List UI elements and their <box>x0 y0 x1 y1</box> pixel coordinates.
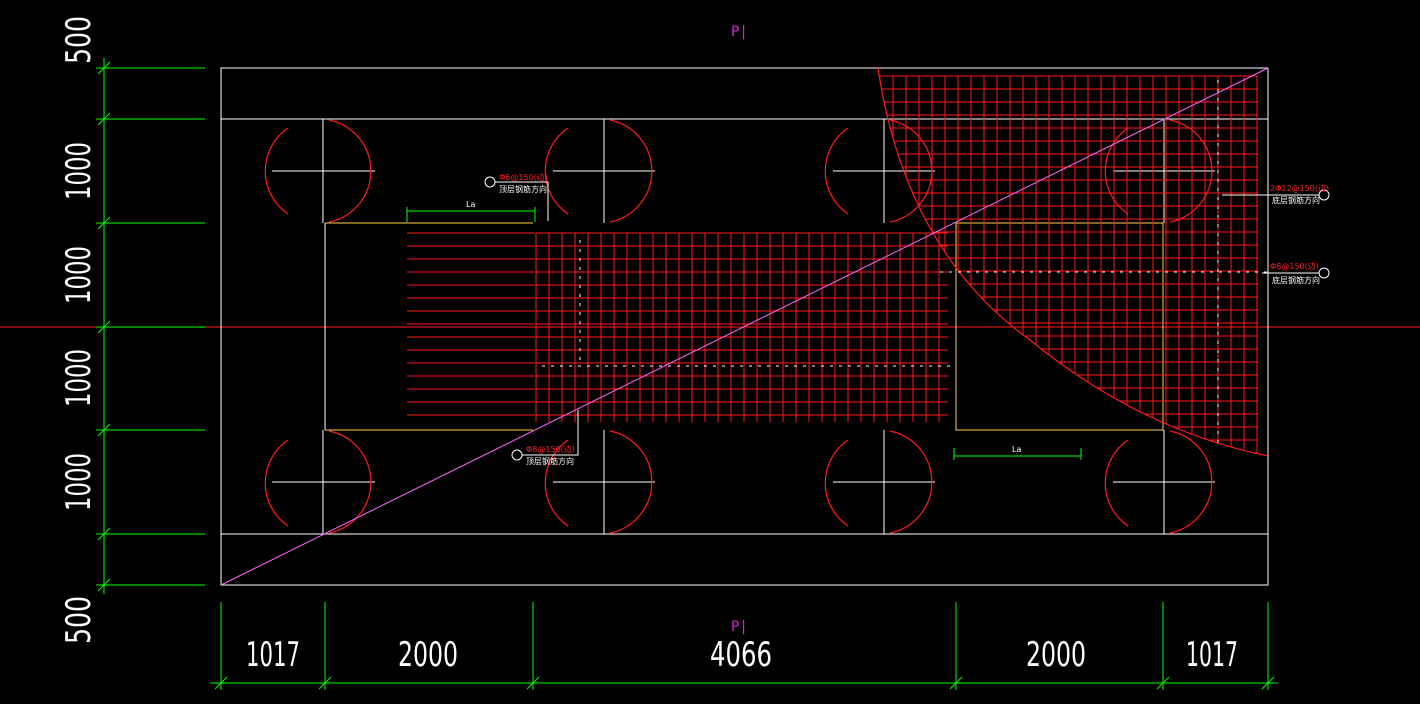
dim-v-1: 500 <box>59 16 99 64</box>
dim-h-1: 1017 <box>246 635 300 675</box>
left-anchor-bars <box>407 232 535 416</box>
callout-3-spec: 2Φ12@150(边) <box>1270 183 1329 193</box>
horizontal-dimension-chain <box>210 602 1278 690</box>
section-marker-top[interactable]: P| <box>731 24 748 40</box>
dim-h-2: 2000 <box>398 635 458 675</box>
horizontal-dimension-labels: 1017 2000 4066 2000 1017 <box>246 635 1238 675</box>
right-column-outline <box>955 222 1164 431</box>
callout-2-note: 顶层钢筋方向 <box>526 456 574 466</box>
anchorage-dim-left <box>406 207 536 222</box>
anchorage-label-right: La <box>1012 445 1021 454</box>
pile-arcs <box>264 119 1213 534</box>
callout-4-note: 底层钢筋方向 <box>1272 275 1320 285</box>
anchorage-label-left: La <box>466 200 475 209</box>
left-column-outline <box>324 222 533 431</box>
dim-v-5: 1000 <box>59 453 99 511</box>
callout-1-note: 顶层钢筋方向 <box>499 184 547 194</box>
anchorage-dim-right <box>953 448 1082 460</box>
callout-3[interactable]: 2Φ12@150(边) 底层钢筋方向 <box>1222 183 1330 205</box>
slab-outline <box>220 67 1269 586</box>
dim-h-4: 2000 <box>1026 635 1086 675</box>
rebar-direction-ticks <box>542 80 1270 445</box>
callout-1[interactable]: Φ6@150(边) 顶层钢筋方向 <box>484 172 549 221</box>
right-mesh-curve <box>877 67 1269 457</box>
callout-3-note: 底层钢筋方向 <box>1272 195 1320 205</box>
callout-4[interactable]: Φ8@150(边) 底层钢筋方向 <box>1262 261 1330 285</box>
dim-v-2: 1000 <box>59 142 99 200</box>
dim-h-5: 1017 <box>1186 635 1238 675</box>
callout-4-spec: Φ8@150(边) <box>1270 261 1319 271</box>
diagonal-section-line <box>220 67 1269 586</box>
dim-v-6: 500 <box>59 596 99 644</box>
dim-v-3: 1000 <box>59 246 99 304</box>
callout-2[interactable]: Φ8@150(边) 顶层钢筋方向 <box>511 410 579 466</box>
section-marker-bottom[interactable]: P| <box>731 619 748 635</box>
callout-2-spec: Φ8@150(边) <box>526 444 575 454</box>
callout-1-spec: Φ6@150(边) <box>499 172 548 182</box>
vertical-dimension-labels: 500 1000 1000 1000 1000 500 <box>59 16 99 644</box>
dim-v-4: 1000 <box>59 349 99 407</box>
central-rebar-mesh <box>535 232 948 422</box>
vertical-dimension-chain <box>96 58 205 594</box>
dim-h-3: 4066 <box>710 635 772 675</box>
